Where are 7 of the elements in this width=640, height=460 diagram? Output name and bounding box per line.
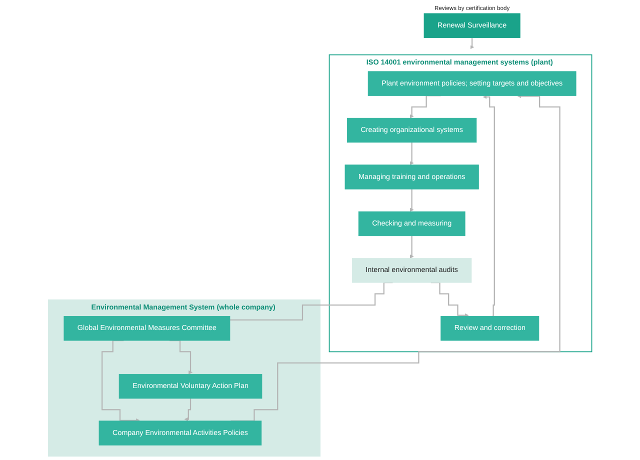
- arrow: [470, 37, 474, 50]
- arrow: [410, 235, 414, 258]
- arrow: [184, 398, 192, 422]
- arrow: [410, 188, 414, 212]
- arrow: [482, 95, 495, 317]
- arrow: [102, 340, 140, 422]
- arrow: [410, 142, 414, 166]
